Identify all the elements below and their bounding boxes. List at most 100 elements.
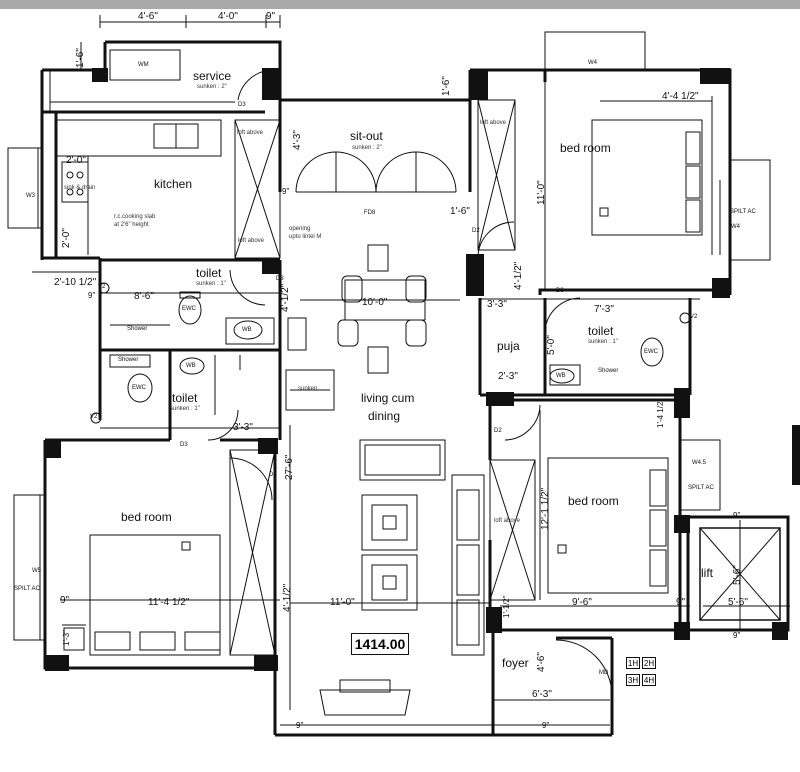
tag-v2-c: V2 (690, 314, 698, 320)
tag-w5: W5 (32, 568, 41, 574)
tag-v2-b: V2 (90, 414, 98, 420)
tag-d2-sw: D2 (269, 472, 277, 478)
note-loft-e: loft above (494, 518, 521, 524)
fixture-shower-e: Shower (598, 368, 619, 374)
dim-bed-sw-side: 4'-1/2" (282, 583, 293, 612)
dim-service-side: 1'-6" (75, 48, 86, 68)
dim-toilet-e-w: 7'-3" (594, 304, 614, 315)
dim-sitout-9: 9" (282, 187, 290, 196)
dim-top-2: 4'-0" (218, 11, 238, 22)
dim-lift-h: 5'-6" (728, 597, 748, 608)
dim-bed-sw-w: 11'-4 1/2" (148, 597, 190, 608)
dim-puja-w: 3'-3" (487, 299, 507, 310)
key-2h: 2H (642, 657, 656, 669)
room-label-living-1: living cum (361, 391, 415, 405)
dim-bed-ne-top: 4'-4 1/2" (662, 91, 699, 102)
dim-living-h: 27'-6" (284, 454, 295, 480)
key-4h: 4H (642, 674, 656, 686)
tag-d3-sw: D3 (180, 442, 188, 448)
dim-ne-1-6b: 1'-6" (450, 206, 470, 217)
dim-lift-9-top: 9" (733, 511, 741, 520)
room-label-bedroom-e: bed room (568, 494, 619, 508)
note-loft-kitchen: loft above (238, 238, 265, 244)
dim-bed-e-w: 9'-6" (572, 597, 592, 608)
fixture-shower-mid: Shower (127, 326, 148, 332)
dim-sitout-h: 4'-3" (292, 130, 303, 150)
dim-sw-1-3: 1'-3" (62, 630, 71, 646)
fixture-ewc-e: EWC (644, 349, 658, 355)
tag-wm: WM (138, 62, 149, 68)
dim-kitchen-a: 2'-0" (66, 155, 86, 166)
tag-d3-puja: D3 (556, 288, 564, 294)
tag-d3-toilet: D3 (276, 276, 284, 282)
dim-top-3: 9" (266, 11, 276, 22)
room-label-bedroom-sw: bed room (121, 510, 172, 524)
fixture-ewc-mid: EWC (182, 306, 196, 312)
dim-bed-sw-9: 9" (60, 595, 70, 606)
room-label-lift: lift (701, 566, 713, 580)
columns (45, 68, 800, 671)
dim-toilet-row: 2'-10 1/2" (54, 277, 97, 288)
tag-w3: W3 (26, 193, 35, 199)
fixture-wb-mid: WB (242, 327, 252, 333)
note-kitchen-slab2: at 2'6" height (114, 222, 149, 228)
dim-bed-e-1: 1'-1/2" (502, 595, 511, 618)
area-box: 1414.00 (351, 633, 409, 655)
room-label-puja: puja (497, 339, 520, 353)
tag-d2-ne: D2 (472, 228, 480, 234)
room-label-living-2: dining (368, 409, 401, 423)
dim-toilet-row-9: 9" (88, 291, 96, 300)
note-opening: opening (289, 226, 311, 232)
note-opening2: upto lintel M (289, 234, 322, 240)
room-sub-toilet-sw: sunken : 1" (170, 406, 200, 412)
dim-living-w: 11'-0" (330, 597, 355, 608)
dim-kitchen-b: 2'-0" (61, 228, 72, 248)
room-label-service: service (193, 69, 232, 83)
dim-lift-9-b: 9" (733, 631, 741, 640)
fixture-shower-sw: Shower (118, 357, 139, 363)
dim-bottom-9b: 9" (542, 721, 550, 730)
dim-ne-4-1-2: 4'-1/2" (513, 261, 524, 290)
tag-w4-5: W4.5 (692, 460, 707, 466)
room-label-kitchen: kitchen (154, 177, 193, 191)
room-label-sitout: sit-out (350, 129, 383, 143)
tag-v2-a: V2 (98, 284, 106, 290)
note-loft-service: loft above (237, 130, 264, 136)
room-sub-sitout: sunken : 2" (352, 145, 382, 151)
dim-foyer-w: 6'-3" (532, 689, 552, 700)
dim-puja-h: 5'-0" (546, 335, 557, 355)
fixture-wb-e: WB (556, 373, 566, 379)
dim-dining-w: 10'-0" (362, 297, 388, 308)
fixture-ewc-sw: EWC (132, 385, 146, 391)
tag-d3-service: D3 (238, 102, 246, 108)
tag-split-ac-e: SPILT AC (688, 485, 714, 491)
dim-bottom-9a: 9" (296, 721, 304, 730)
dim-foyer-h: 4'-6" (536, 652, 547, 672)
top-gray-bar (0, 0, 800, 9)
dim-top-1: 4'-6" (138, 11, 158, 22)
dim-toilet-w: 8'-6" (134, 291, 154, 302)
dim-bed-e-side: 12'-1 1/2" (540, 487, 551, 530)
dim-ne-1-6a: 1'-6" (441, 76, 452, 96)
dim-e-1-4-1-2: 1'-4 1/2" (656, 398, 665, 428)
dim-lift-v: 5'-6" (732, 565, 743, 585)
room-label-toilet-sw: toilet (172, 391, 198, 405)
tag-fd8: FD8 (364, 210, 376, 216)
tag-split-ac-sw: SPILT AC (14, 586, 40, 592)
key-3h: 3H (626, 674, 640, 686)
tag-d2-e: D2 (494, 428, 502, 434)
room-label-toilet-e: toilet (588, 324, 614, 338)
room-label-toilet-mid: toilet (196, 266, 222, 280)
dim-puja-d: 2'-3" (498, 371, 518, 382)
room-sub-service: sunken : 2" (197, 84, 227, 90)
dim-bed-ne-side: 11'-0" (536, 180, 547, 205)
dim-mid-4-1-2: 4'-1/2" (280, 283, 291, 312)
key-1h: 1H (626, 657, 640, 669)
tag-w4-right: W4 (731, 224, 740, 230)
dim-lift-9-l: 9" (676, 597, 686, 608)
note-sink: sink & drain (64, 185, 96, 191)
note-sunken: sunken (298, 386, 318, 392)
tag-split-ac-ne: SPILT AC (730, 209, 756, 215)
note-loft-ne: loft above (480, 120, 507, 126)
